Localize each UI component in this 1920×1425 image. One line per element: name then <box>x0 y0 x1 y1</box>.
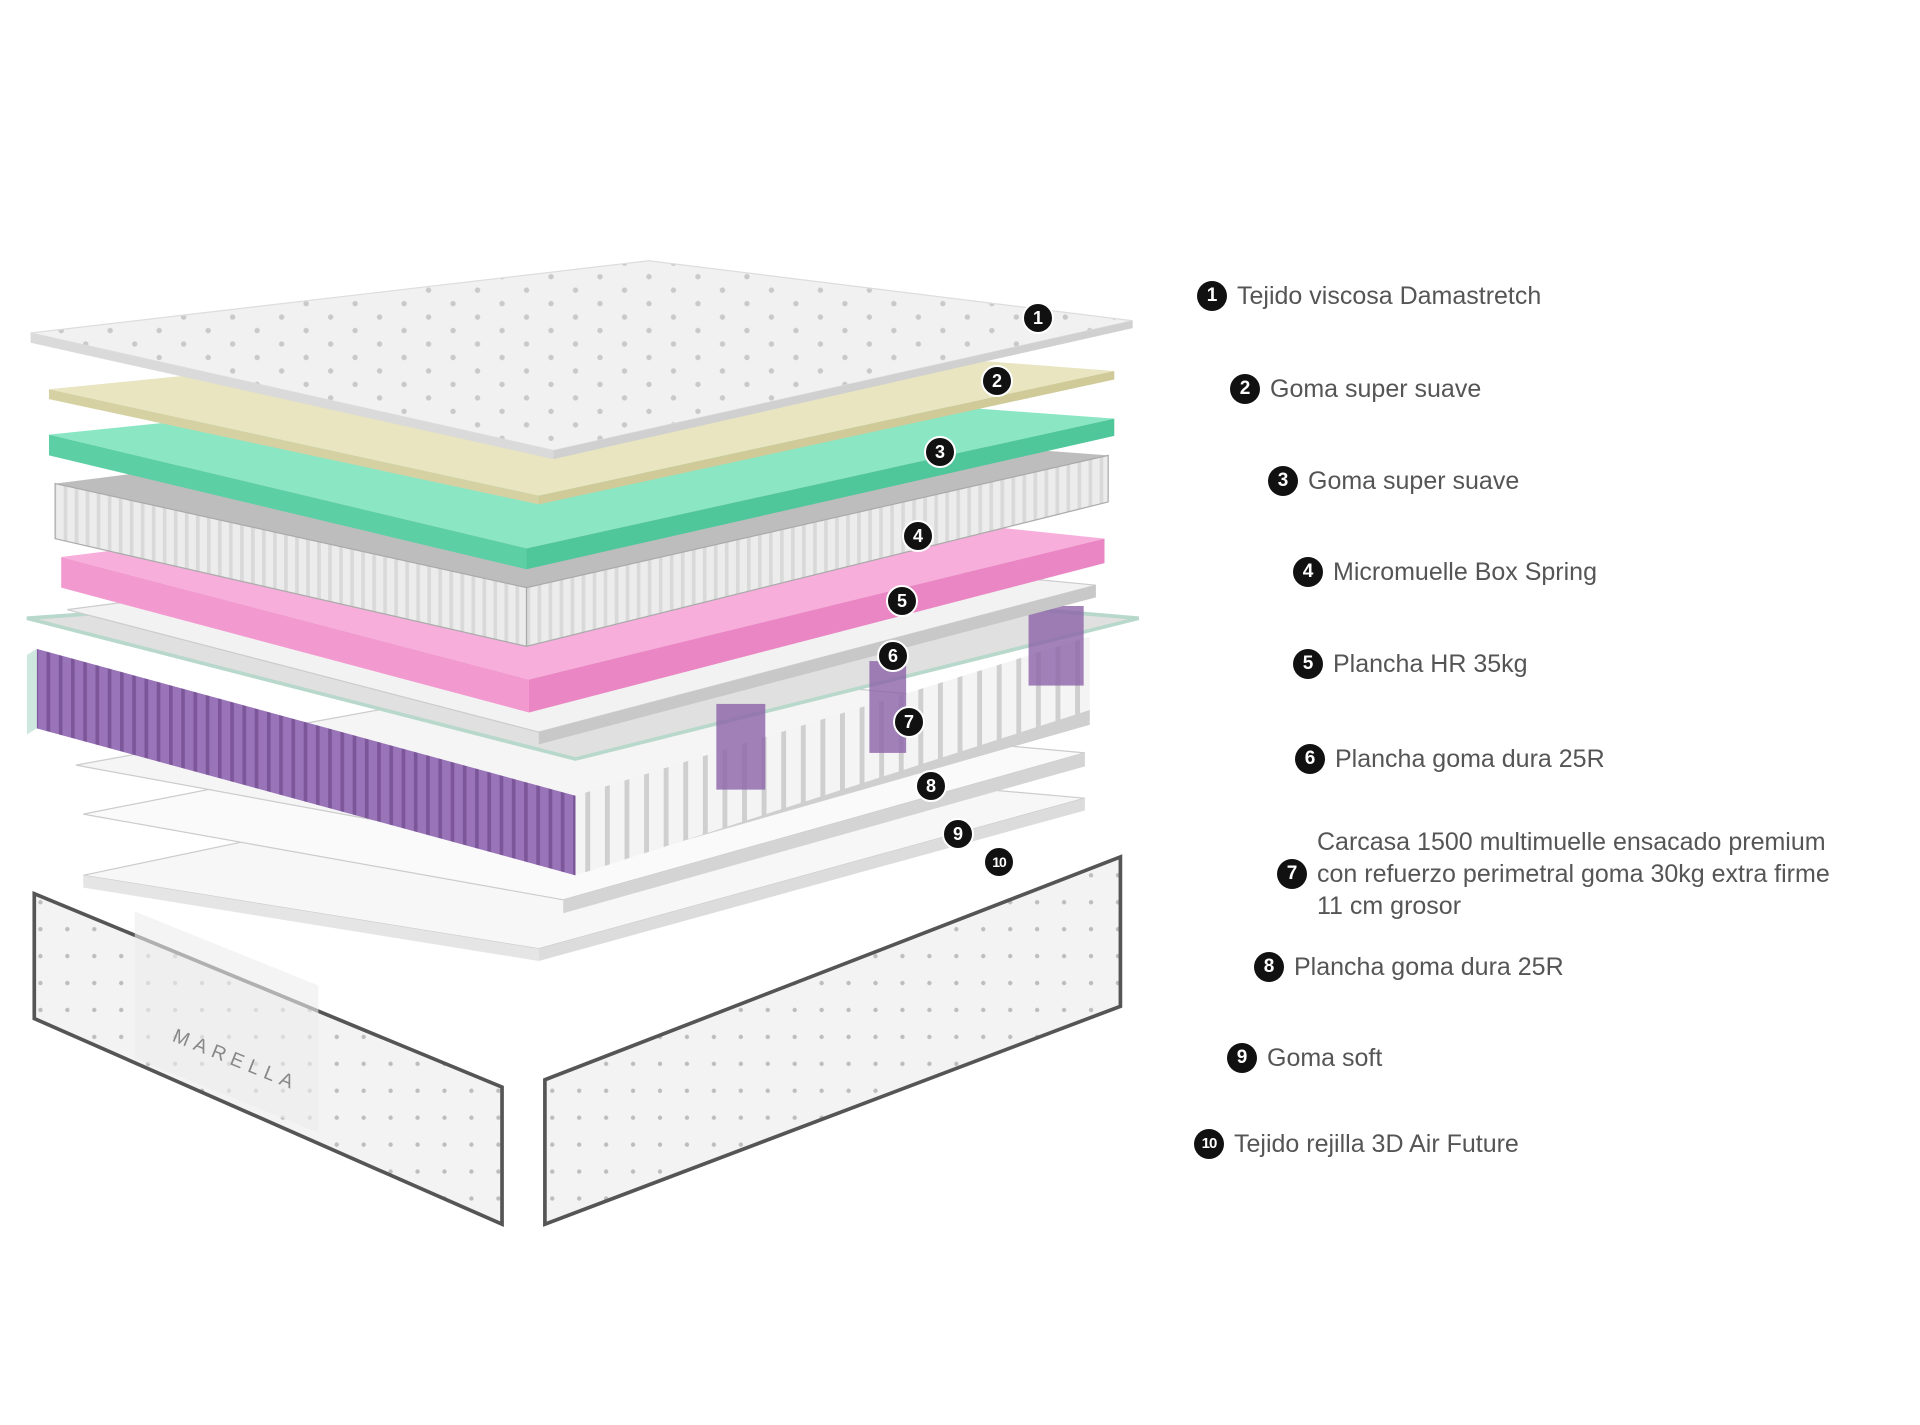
number-badge: 8 <box>1254 952 1284 982</box>
number-badge: 10 <box>1194 1129 1224 1159</box>
legend-label: Goma soft <box>1267 1044 1383 1072</box>
legend-item-1: 1 Tejido viscosa Damastretch <box>1197 280 1541 312</box>
marker-3: 3 <box>924 436 956 468</box>
legend-item-3: 3 Goma super suave <box>1268 465 1519 497</box>
number-badge: 3 <box>1268 466 1298 496</box>
number-badge: 7 <box>1277 859 1307 889</box>
legend-label-line: con refuerzo perimetral goma 30kg extra … <box>1317 860 1830 888</box>
number-badge: 2 <box>1230 374 1260 404</box>
legend-label-line: 11 cm grosor <box>1317 892 1462 920</box>
legend-label: Tejido rejilla 3D Air Future <box>1234 1130 1519 1158</box>
legend-item-8: 8 Plancha goma dura 25R <box>1254 951 1564 983</box>
legend-label-line: Carcasa 1500 multimuelle ensacado premiu… <box>1317 828 1826 856</box>
marker-5: 5 <box>886 585 918 617</box>
legend-item-10: 10 Tejido rejilla 3D Air Future <box>1194 1128 1519 1160</box>
legend-label: Plancha goma dura 25R <box>1335 745 1605 773</box>
number-badge: 4 <box>1293 557 1323 587</box>
legend-item-5: 5 Plancha HR 35kg <box>1293 648 1528 680</box>
legend-item-4: 4 Micromuelle Box Spring <box>1293 556 1597 588</box>
marker-4: 4 <box>902 520 934 552</box>
number-badge: 5 <box>1293 649 1323 679</box>
legend-item-2: 2 Goma super suave <box>1230 373 1481 405</box>
base-mattress: MARELLA <box>32 854 1123 1228</box>
number-badge: 6 <box>1295 744 1325 774</box>
legend-item-9: 9 Goma soft <box>1227 1042 1382 1074</box>
legend-item-6: 6 Plancha goma dura 25R <box>1295 743 1605 775</box>
number-badge: 1 <box>1197 281 1227 311</box>
legend-item-7: 7 Carcasa 1500 multimuelle ensacado prem… <box>1277 826 1830 922</box>
marker-8: 8 <box>915 770 947 802</box>
marker-9: 9 <box>942 818 974 850</box>
legend-label: Goma super suave <box>1270 375 1482 403</box>
legend-label: Micromuelle Box Spring <box>1333 558 1597 586</box>
marker-1: 1 <box>1022 302 1054 334</box>
marker-7: 7 <box>893 706 925 738</box>
marker-2: 2 <box>981 365 1013 397</box>
legend-label: Plancha HR 35kg <box>1333 650 1528 678</box>
legend-label: Goma super suave <box>1308 467 1520 495</box>
legend-label: Tejido viscosa Damastretch <box>1237 282 1542 310</box>
marker-6: 6 <box>877 640 909 672</box>
number-badge: 9 <box>1227 1043 1257 1073</box>
marker-10: 10 <box>983 846 1015 878</box>
legend-label: Plancha goma dura 25R <box>1294 953 1564 981</box>
